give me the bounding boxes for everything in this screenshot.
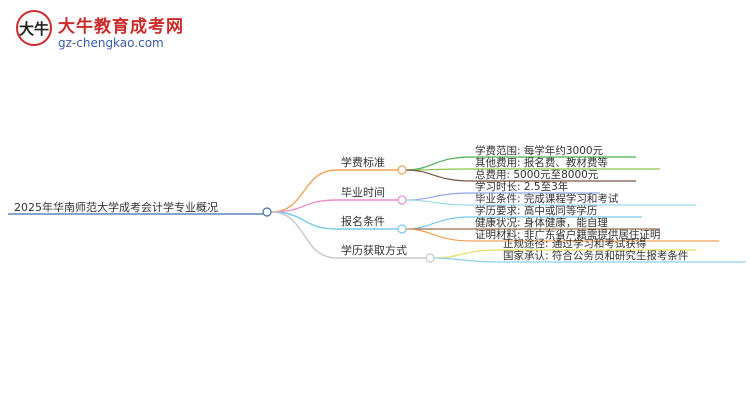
- leaf-label-1-3: 总费用: 5000元至8000元: [475, 168, 599, 181]
- site-logo[interactable]: 大牛 大牛教育成考网 gz-chengkao.com: [14, 8, 214, 56]
- logo-url: gz-chengkao.com: [58, 36, 164, 50]
- leaf-label-4-2: 国家承认: 符合公务员和研究生报考条件: [503, 249, 688, 262]
- logo-title: 大牛教育成考网: [58, 17, 184, 37]
- leaf-label-2-1: 学习时长: 2.5至3年: [475, 180, 568, 193]
- leaf-label-1-1: 学费范围: 每学年约3000元: [475, 144, 604, 157]
- edge-branch-4-leaf-2: [433, 257, 500, 263]
- edge-branch-2-leaf-1: [405, 192, 472, 201]
- branch-label-2: 毕业时间: [341, 186, 385, 199]
- edge-branch-1-leaf-1: [405, 156, 472, 171]
- leaf-label-1-2: 其他费用: 报名费、教材费等: [475, 156, 608, 169]
- leaf-label-3-1: 学历要求: 高中或同等学历: [475, 204, 597, 217]
- edge-root-branch-3: [270, 211, 338, 230]
- edge-root-branch-2: [270, 199, 338, 213]
- edge-branch-3-leaf-3: [405, 228, 472, 242]
- branch-node-2: [397, 195, 407, 205]
- root-node: [262, 207, 272, 217]
- edge-branch-1-leaf-3: [405, 169, 472, 182]
- branch-label-3: 报名条件: [341, 214, 385, 228]
- edge-branch-2-leaf-2: [405, 199, 472, 206]
- branch-node-4: [425, 253, 435, 263]
- leaf-label-4-1: 正规途径: 通过学习和考试获得: [503, 237, 646, 250]
- logo-mark-icon: 大牛: [16, 10, 52, 46]
- edge-root-branch-1: [270, 169, 338, 213]
- edge-branch-4-leaf-1: [433, 249, 500, 259]
- branch-label-1: 学费标准: [341, 155, 385, 169]
- branch-node-1: [397, 165, 407, 175]
- leaf-label-2-2: 毕业条件: 完成课程学习和考试: [475, 192, 619, 205]
- branch-node-3: [397, 224, 407, 234]
- leaf-label-3-2: 健康状况: 身体健康，能自理: [475, 216, 608, 229]
- logo-mark-text: 大牛: [19, 20, 49, 38]
- branch-label-4: 学历获取方式: [341, 243, 407, 257]
- edge-branch-3-leaf-1: [405, 216, 472, 230]
- leaf-label-3-3: 证明材料: 非广东省户籍需提供居住证明: [475, 228, 660, 241]
- edge-root-branch-4: [270, 211, 338, 259]
- mindmap-root-label: 2025年华南师范大学成考会计学专业概况: [14, 200, 218, 214]
